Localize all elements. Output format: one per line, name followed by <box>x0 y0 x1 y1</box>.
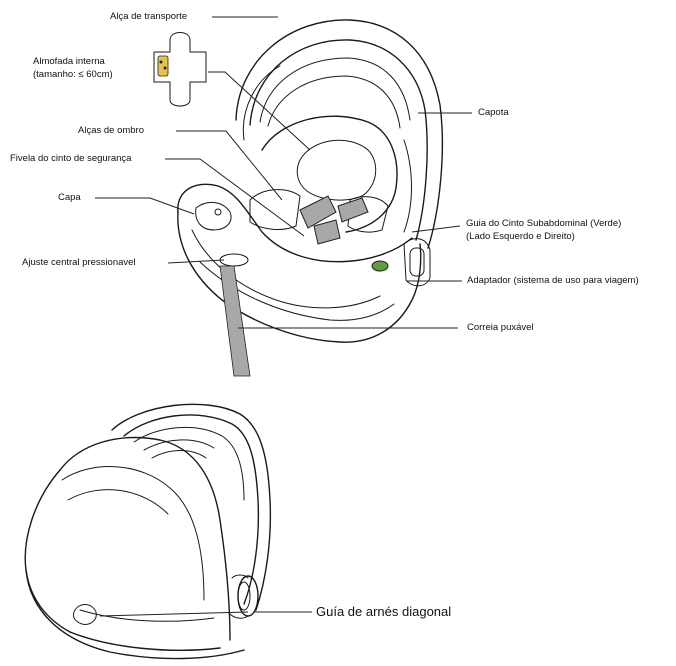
label-capa: Capa <box>58 192 81 204</box>
label-capota: Capota <box>478 107 509 119</box>
label-alcas-ombro: Alças de ombro <box>78 125 144 137</box>
label-fivela: Fivela do cinto de segurança <box>10 153 131 165</box>
label-guia-cinto: Guia do Cinto Subabdominal (Verde) <box>466 218 621 230</box>
top-leader-lines <box>95 17 472 328</box>
label-almofada-interna: Almofada interna <box>33 56 105 68</box>
label-alca-transporte: Alça de transporte <box>110 11 187 23</box>
label-correia: Correia puxável <box>467 322 534 334</box>
label-guia-arnes: Guía de arnés diagonal <box>316 604 451 619</box>
label-ajuste-central: Ajuste central pressionavel <box>22 257 136 269</box>
label-adaptador: Adaptador (sistema de uso para viagem) <box>467 275 639 287</box>
top-car-seat <box>154 20 442 376</box>
label-guia-lados: (Lado Esquerdo e Direito) <box>466 231 575 243</box>
bottom-car-seat <box>25 404 312 658</box>
leader-guia-arnes <box>100 612 248 616</box>
label-almofada-tamanho: (tamanho: ≤ 60cm) <box>33 69 113 81</box>
